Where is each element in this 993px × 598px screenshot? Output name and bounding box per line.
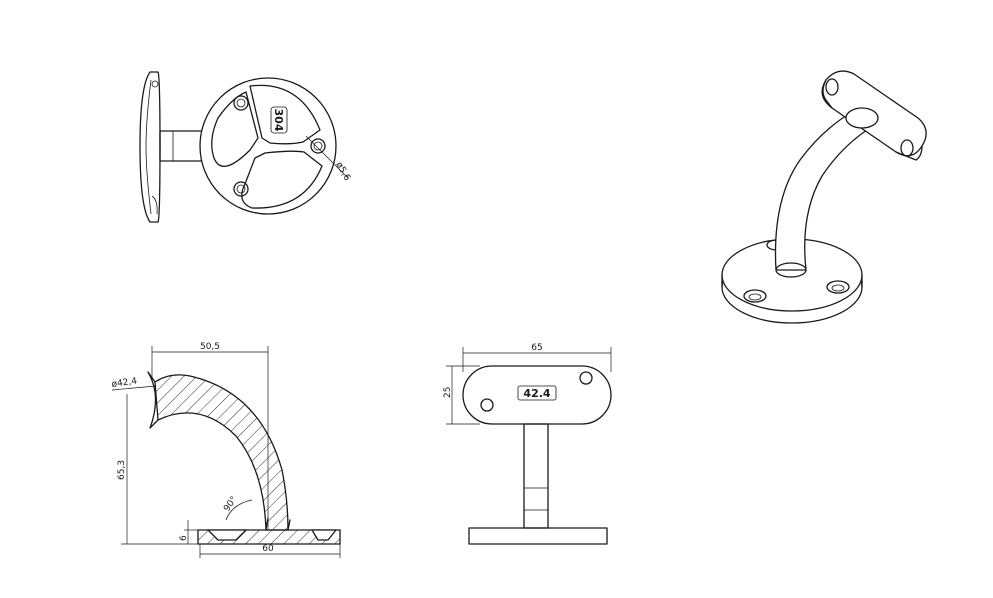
- dim-base-length: 60: [262, 544, 274, 554]
- section-view: 50,5 ø42,4 65,3 90° 6 60: [111, 342, 341, 558]
- screw-hole-2: [310, 138, 326, 154]
- material-stamp: 304: [270, 106, 288, 134]
- dim-hole-dia: ø5,6: [333, 161, 352, 183]
- pipe-size-label: 42.4: [523, 387, 550, 400]
- top-view: 304 ø5,6: [139, 71, 352, 223]
- dim-saddle-height: 25: [443, 387, 453, 398]
- dim-saddle-length: 65: [531, 343, 542, 353]
- base-plate: [199, 77, 337, 215]
- stem: [159, 130, 205, 162]
- dim-angle: 90°: [222, 495, 239, 514]
- isometric-view: [721, 70, 927, 324]
- dim-width-top: 50,5: [200, 342, 220, 352]
- screw-hole-1: [233, 95, 249, 111]
- stem-front: [523, 423, 549, 529]
- base-front: [468, 527, 608, 545]
- dim-base-thickness: 6: [179, 535, 189, 541]
- dim-pipe-dia: ø42,4: [111, 376, 138, 389]
- pocket-left: [211, 91, 259, 167]
- dim-height: 65,3: [117, 460, 127, 480]
- arm-section: [154, 374, 289, 531]
- pocket-lower: [241, 150, 323, 209]
- pocket-upper: [249, 84, 321, 145]
- front-view: 42.4 65 25: [443, 343, 612, 545]
- screw-hole-3: [233, 181, 249, 197]
- saddle-plate-edge: [139, 71, 161, 223]
- material-label: 304: [272, 109, 285, 132]
